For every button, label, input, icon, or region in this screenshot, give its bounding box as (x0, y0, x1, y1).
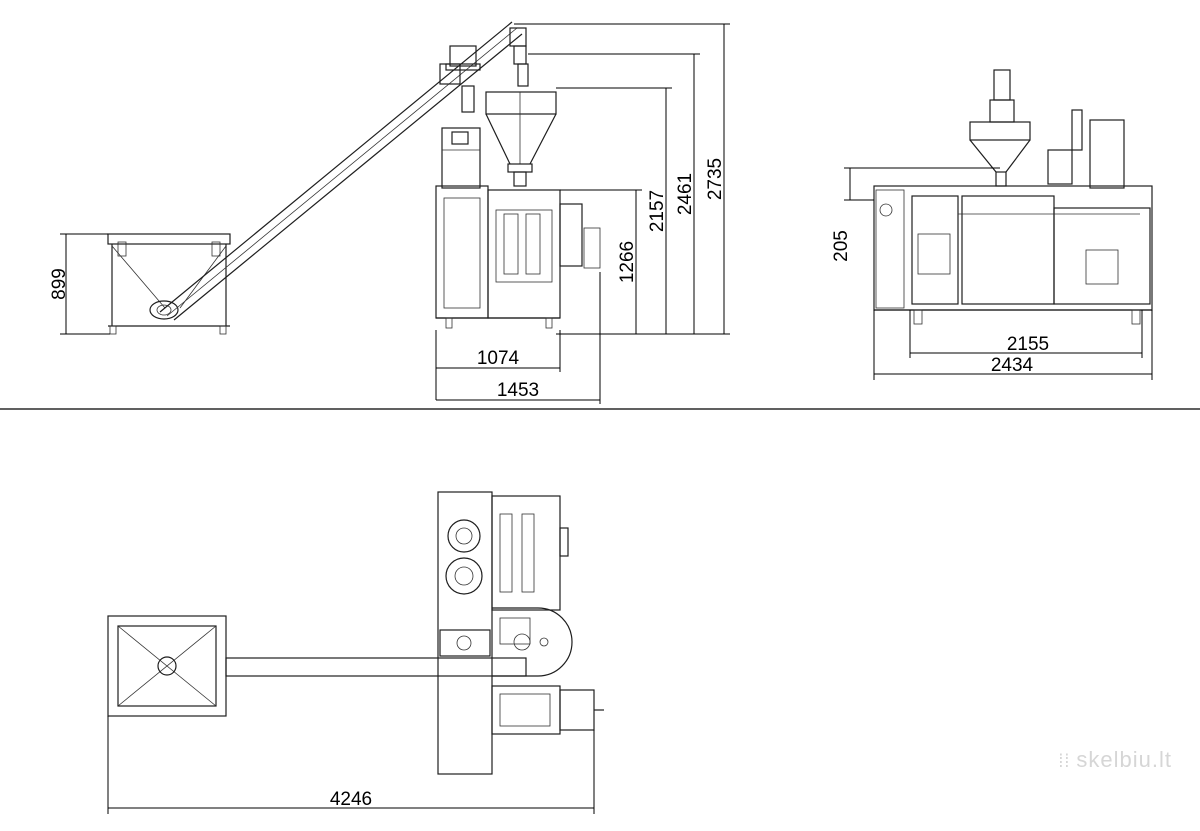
watermark-text: skelbiu.lt (1076, 747, 1172, 772)
plan-feed-hopper (107, 615, 227, 717)
dim-1453-label: 1453 (497, 380, 539, 401)
main-cabinet (435, 185, 601, 329)
watermark: ⁞⁞skelbiu.lt (1058, 747, 1172, 773)
front-view (873, 69, 1153, 325)
plan-conveyor (225, 657, 527, 677)
dim-1266-label: 1266 (617, 241, 638, 283)
dim-2157-label: 2157 (647, 190, 668, 232)
conveyor-motor (445, 45, 481, 71)
dim-2434-label: 2434 (991, 355, 1034, 376)
dim-2735-label: 2735 (705, 158, 726, 200)
front-view-dimensions: 205 2155 2434 (831, 167, 1153, 380)
dim-899-label: 899 (49, 268, 70, 300)
plan-machine (437, 491, 604, 775)
watermark-logo-icon: ⁞⁞ (1058, 751, 1071, 771)
side-view (107, 21, 601, 335)
feed-hopper-stand (107, 233, 231, 335)
dim-205-label: 205 (831, 230, 852, 262)
auger-filler (439, 63, 557, 189)
dim-1074-label: 1074 (477, 348, 520, 369)
screw-conveyor (159, 21, 529, 321)
dim-4246-label: 4246 (330, 789, 372, 810)
side-view-dimensions: 899 1266 2157 2461 2735 1074 1453 (49, 23, 730, 404)
plan-view-dimensions: 4246 (107, 716, 595, 814)
plan-view (107, 491, 604, 775)
dim-2461-label: 2461 (675, 173, 696, 215)
dim-2155-label: 2155 (1007, 334, 1049, 355)
